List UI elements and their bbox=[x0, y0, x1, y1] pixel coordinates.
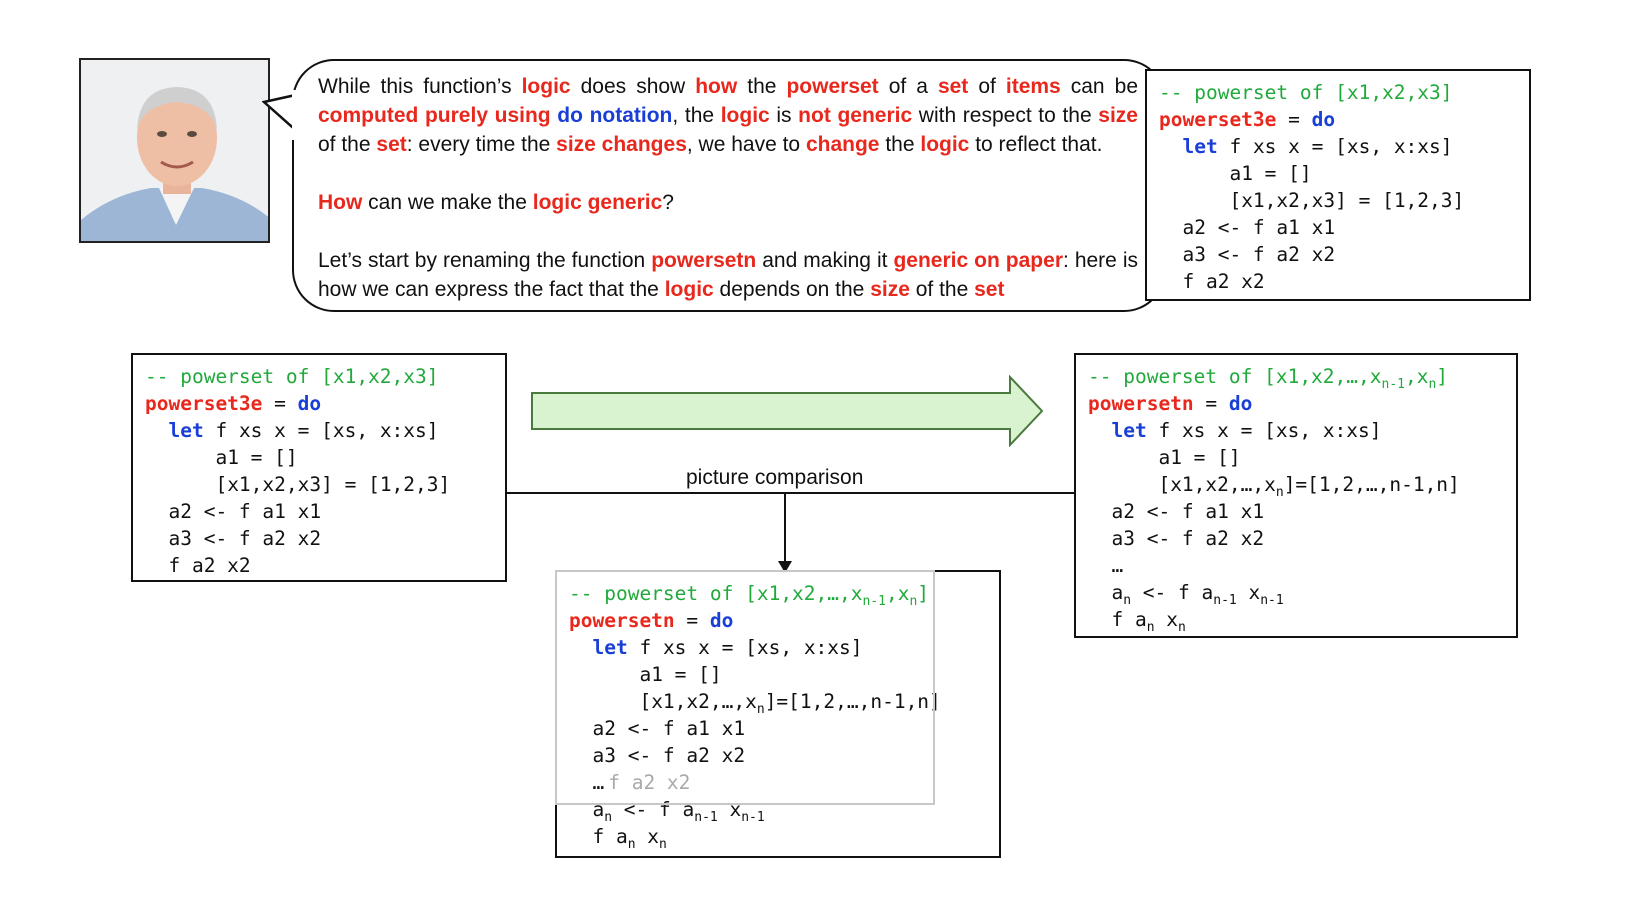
code-line: a3 <- f a2 x2 bbox=[1182, 243, 1335, 266]
highlighted-term: items bbox=[1006, 75, 1061, 98]
code-listing: -- powerset of [x1,x2,…,xn-1,xn] powerse… bbox=[1088, 363, 1516, 633]
text-run: can we make the bbox=[362, 191, 532, 214]
highlighted-term: set bbox=[974, 278, 1004, 301]
code-line: f an xn bbox=[1111, 608, 1185, 631]
comparison-connector bbox=[505, 485, 1077, 575]
caption-picture-comparison: picture comparison bbox=[686, 466, 863, 490]
right-arrow-icon bbox=[530, 375, 1045, 447]
highlighted-term: logic generic bbox=[533, 191, 663, 214]
text-run: While this function’s bbox=[318, 75, 522, 98]
code-line: a1 = [] bbox=[1158, 446, 1240, 469]
highlighted-term: set bbox=[938, 75, 968, 98]
speech-text: While this function’s logic does show ho… bbox=[318, 72, 1138, 304]
text-run: ? bbox=[662, 191, 674, 214]
text-run: , the bbox=[672, 104, 720, 127]
code-line: f xs x = [xs, x:xs] bbox=[1147, 419, 1382, 442]
highlighted-term: powersetn bbox=[651, 249, 756, 272]
text-run: and making it bbox=[756, 249, 893, 272]
equals: = bbox=[262, 392, 297, 415]
highlighted-term: do notation bbox=[557, 104, 672, 127]
let-keyword: let bbox=[168, 419, 203, 442]
highlighted-term: How bbox=[318, 191, 362, 214]
let-keyword: let bbox=[1182, 135, 1217, 158]
ghost-overlay-frame bbox=[555, 570, 935, 805]
highlighted-term: logic bbox=[522, 75, 571, 98]
highlighted-term: size bbox=[1098, 104, 1138, 127]
code-line: f a2 x2 bbox=[1182, 270, 1264, 293]
equals: = bbox=[1194, 392, 1229, 415]
equals: = bbox=[1276, 108, 1311, 131]
function-name: powerset3e bbox=[145, 392, 262, 415]
text-run: Let’s start by renaming the function bbox=[318, 249, 651, 272]
code-line: [x1,x2,…,xn]=[1,2,…,n-1,n] bbox=[1158, 473, 1459, 496]
text-run: depends on the bbox=[714, 278, 870, 301]
highlighted-term: logic bbox=[665, 278, 714, 301]
code-line: a1 = [] bbox=[1229, 162, 1311, 185]
code-comment: -- powerset of [x1,x2,x3] bbox=[1159, 81, 1453, 104]
code-line: … bbox=[1111, 554, 1123, 577]
highlighted-term: how bbox=[695, 75, 737, 98]
highlighted-term: logic bbox=[920, 133, 969, 156]
code-comment: -- powerset of [x1,x2,…,xn-1,xn] bbox=[1088, 365, 1448, 388]
code-line: [x1,x2,x3] = [1,2,3] bbox=[1229, 189, 1464, 212]
text-run: the bbox=[737, 75, 786, 98]
highlighted-term: not generic bbox=[798, 104, 912, 127]
highlighted-term: change bbox=[806, 133, 880, 156]
text-run: of the bbox=[910, 278, 974, 301]
text-run: of a bbox=[879, 75, 938, 98]
code-line: an <- f an-1 xn-1 bbox=[1111, 581, 1283, 604]
code-listing: -- powerset of [x1,x2,x3] powerset3e = d… bbox=[145, 363, 505, 579]
highlighted-term: computed purely using bbox=[318, 104, 551, 127]
let-keyword: let bbox=[1111, 419, 1146, 442]
text-run: of bbox=[968, 75, 1006, 98]
paragraph-1: While this function’s logic does show ho… bbox=[318, 72, 1138, 159]
code-line: [x1,x2,x3] = [1,2,3] bbox=[215, 473, 450, 496]
text-run: of the bbox=[318, 133, 376, 156]
code-line: a2 <- f a1 x1 bbox=[1111, 500, 1264, 523]
code-line: f xs x = [xs, x:xs] bbox=[1218, 135, 1453, 158]
code-line: f a2 x2 bbox=[168, 554, 250, 577]
highlighted-term: generic on paper bbox=[893, 249, 1063, 272]
code-line: a1 = [] bbox=[215, 446, 297, 469]
text-run: to reflect that. bbox=[969, 133, 1102, 156]
bubble-tail-cover bbox=[290, 88, 302, 148]
highlighted-term: size bbox=[870, 278, 910, 301]
code-line: a3 <- f a2 x2 bbox=[168, 527, 321, 550]
code-line: f xs x = [xs, x:xs] bbox=[204, 419, 439, 442]
highlighted-term: powerset bbox=[786, 75, 878, 98]
do-keyword: do bbox=[1229, 392, 1252, 415]
code-comment: -- powerset of [x1,x2,x3] bbox=[145, 365, 439, 388]
text-run: the bbox=[879, 133, 920, 156]
code-line: a2 <- f a1 x1 bbox=[168, 500, 321, 523]
text-run: : every time the bbox=[407, 133, 556, 156]
code-line: a3 <- f a2 x2 bbox=[1111, 527, 1264, 550]
highlighted-term: set bbox=[376, 133, 406, 156]
text-run: can be bbox=[1061, 75, 1138, 98]
highlighted-term: logic bbox=[721, 104, 770, 127]
text-run: is bbox=[770, 104, 798, 127]
function-name: powersetn bbox=[1088, 392, 1194, 415]
code-box-powerset3e-top: -- powerset of [x1,x2,x3] powerset3e = d… bbox=[1145, 69, 1531, 301]
speaker-portrait bbox=[79, 58, 270, 243]
code-line: a2 <- f a1 x1 bbox=[1182, 216, 1335, 239]
code-box-powerset3e-left: -- powerset of [x1,x2,x3] powerset3e = d… bbox=[131, 353, 507, 582]
text-run: with respect to the bbox=[912, 104, 1098, 127]
text-run: , we have to bbox=[687, 133, 806, 156]
person-photo-icon bbox=[81, 60, 270, 243]
paragraph-3: Let’s start by renaming the function pow… bbox=[318, 246, 1138, 304]
code-listing: -- powerset of [x1,x2,x3] powerset3e = d… bbox=[1159, 79, 1529, 295]
paragraph-2: How can we make the logic generic? bbox=[318, 188, 1138, 217]
highlighted-term: size changes bbox=[556, 133, 687, 156]
do-keyword: do bbox=[1312, 108, 1335, 131]
code-box-powersetn-right: -- powerset of [x1,x2,…,xn-1,xn] powerse… bbox=[1074, 353, 1518, 638]
function-name: powerset3e bbox=[1159, 108, 1276, 131]
text-run: does show bbox=[571, 75, 696, 98]
code-line: f an xn bbox=[592, 825, 666, 848]
do-keyword: do bbox=[298, 392, 321, 415]
